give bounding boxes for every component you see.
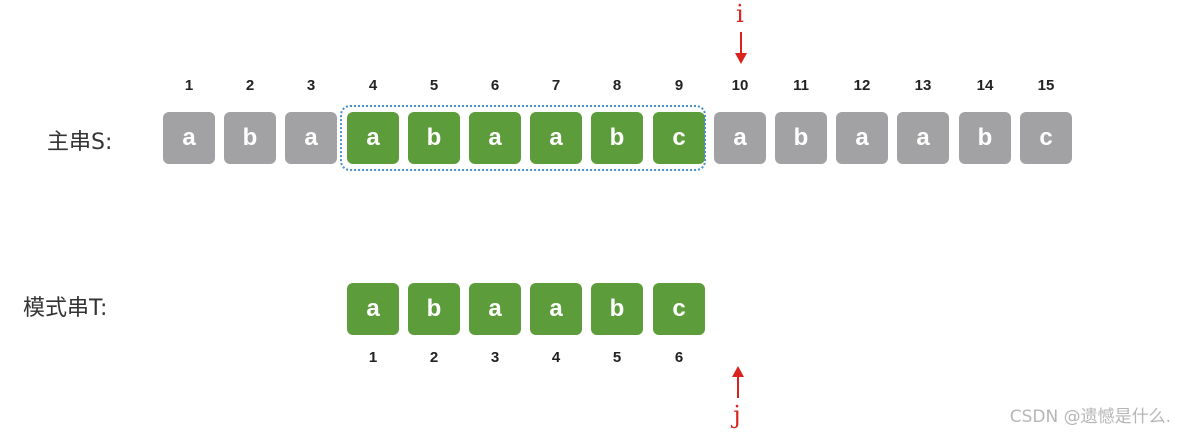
main-index-label: 5 — [429, 77, 439, 94]
pattern-index-label: 6 — [674, 349, 684, 366]
pattern-index-label: 3 — [490, 349, 500, 366]
main-char-cell: a — [714, 112, 766, 164]
main-char-cell: b — [224, 112, 276, 164]
pointer-j-label: j — [733, 401, 741, 429]
main-index-label: 2 — [245, 77, 255, 94]
main-index-label: 1 — [184, 77, 194, 94]
main-index-label: 15 — [1037, 77, 1055, 94]
main-char-cell: a — [285, 112, 337, 164]
watermark: CSDN @遗憾是什么. — [1009, 407, 1171, 427]
main-string-label: 主串S: — [47, 130, 113, 155]
main-char-cell: a — [163, 112, 215, 164]
main-char-cell: a — [836, 112, 888, 164]
pointer-i-label: i — [736, 0, 744, 28]
pattern-char-cell: b — [408, 283, 460, 335]
matched-segment-outline — [340, 105, 706, 171]
pattern-index-label: 4 — [551, 349, 561, 366]
main-index-label: 8 — [612, 77, 622, 94]
pointer-i-arrow — [735, 32, 747, 64]
pattern-index-label: 5 — [612, 349, 622, 366]
main-char-cell: a — [469, 112, 521, 164]
pattern-index-label: 2 — [429, 349, 439, 366]
main-index-label: 12 — [853, 77, 871, 94]
main-char-cell: b — [408, 112, 460, 164]
pattern-char-cell: a — [530, 283, 582, 335]
pointer-j-arrow — [732, 366, 744, 398]
main-index-label: 9 — [674, 77, 684, 94]
main-char-cell: b — [591, 112, 643, 164]
main-char-cell: c — [653, 112, 705, 164]
main-index-label: 13 — [914, 77, 932, 94]
main-char-cell: c — [1020, 112, 1072, 164]
main-char-cell: a — [530, 112, 582, 164]
main-index-label: 14 — [976, 77, 994, 94]
pattern-char-cell: b — [591, 283, 643, 335]
main-index-label: 7 — [551, 77, 561, 94]
main-char-cell: a — [897, 112, 949, 164]
pattern-char-cell: a — [469, 283, 521, 335]
pattern-index-label: 1 — [368, 349, 378, 366]
main-index-label: 6 — [490, 77, 500, 94]
pattern-char-cell: a — [347, 283, 399, 335]
main-index-label: 10 — [731, 77, 749, 94]
main-char-cell: b — [775, 112, 827, 164]
main-char-cell: a — [347, 112, 399, 164]
main-index-label: 11 — [793, 77, 809, 94]
main-char-cell: b — [959, 112, 1011, 164]
pattern-string-label: 模式串T: — [23, 296, 108, 321]
main-index-label: 3 — [306, 77, 316, 94]
pattern-char-cell: c — [653, 283, 705, 335]
main-index-label: 4 — [368, 77, 378, 94]
